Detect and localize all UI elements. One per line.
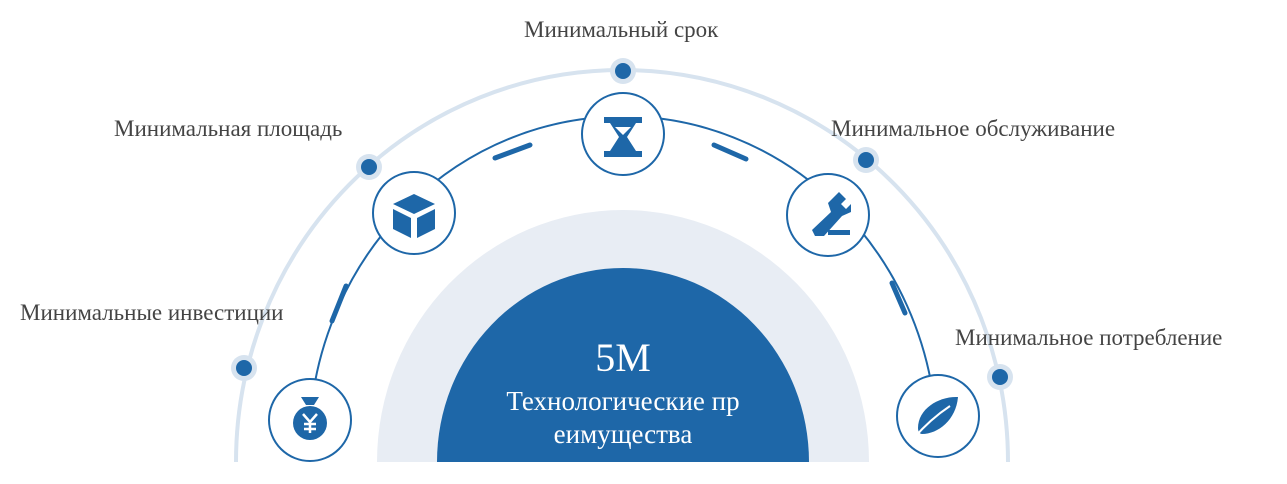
leaf-icon (913, 396, 958, 439)
outer-dot-maintenance (853, 147, 879, 173)
outer-dot-area (356, 154, 382, 180)
center-subtitle-line2: еимущества (553, 419, 693, 449)
wrench-icon (812, 192, 851, 236)
arc-accent-2 (492, 142, 533, 161)
arc-accent-3 (711, 142, 749, 162)
area-node (372, 171, 456, 255)
outer-dot-consumption (987, 364, 1013, 390)
center-disk (437, 268, 809, 462)
time-node (581, 92, 665, 176)
label-investment: Минимальные инвестиции (20, 300, 284, 325)
label-time: Минимальный срок (524, 17, 719, 42)
investment-node (268, 378, 352, 462)
money-bag-yen-icon (293, 397, 327, 440)
outer-dot-time (610, 58, 636, 84)
arc-accent-1 (329, 283, 349, 324)
label-maintenance: Минимальное обслуживание (831, 116, 1116, 141)
maintenance-node (786, 173, 870, 257)
consumption-node (896, 374, 980, 458)
label-consumption: Минимальное потребление (955, 325, 1223, 350)
hourglass-icon (604, 117, 642, 157)
center-title: 5M (595, 335, 651, 380)
label-area: Минимальная площадь (114, 116, 343, 141)
outer-dot-investment (231, 355, 257, 381)
center-subtitle-line1: Технологические пр (506, 386, 740, 416)
arc-accent-4 (889, 280, 908, 316)
cube-box-icon (393, 194, 435, 238)
